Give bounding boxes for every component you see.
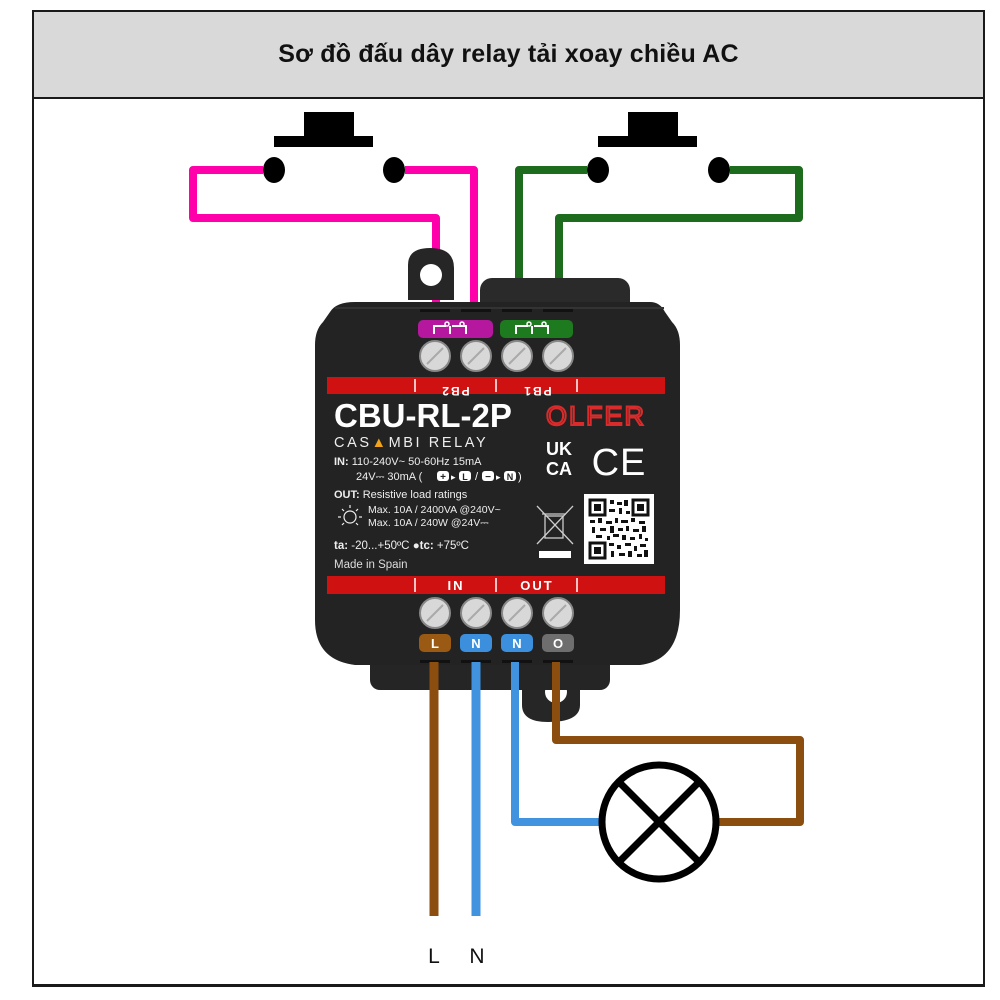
bottom-screw-terminals <box>419 597 574 629</box>
output-rating-dc: Max. 10A / 240W @24V⎓ <box>368 517 489 529</box>
input-spec-line2: 24V⎓ 30mA ( <box>356 471 423 483</box>
relay-device: PB2 PB1 CBU-RL-2P CAS▲MBI RELAY IN: 110-… <box>315 248 680 722</box>
temperature-rating: ta: -20...+50ºC ●tc: +75ºC <box>334 540 469 552</box>
push-button-pb2-icon <box>263 112 405 183</box>
output-spec-title: OUT: Resistive load ratings <box>334 489 468 501</box>
terminal-badge-l: L <box>419 634 451 652</box>
svg-text:O: O <box>553 636 563 651</box>
neutral-load-wire <box>511 662 602 826</box>
product-subtitle: CAS▲MBI RELAY <box>334 435 488 451</box>
screw-terminal-pb2-a <box>419 340 451 372</box>
polarity-icons: + ▸ L / − ▸ N ) <box>437 471 522 483</box>
svg-text:▸: ▸ <box>451 472 456 482</box>
output-rating-ac: Max. 10A / 2400VA @240V~ <box>368 504 501 516</box>
svg-text:L: L <box>431 636 439 651</box>
qr-code <box>584 494 654 564</box>
svg-text:N: N <box>471 636 480 651</box>
weee-bin-icon <box>536 505 574 558</box>
pb2-contact-badge <box>418 320 493 338</box>
screw-terminal-o <box>542 597 574 629</box>
model-name: CBU-RL-2P <box>334 397 512 434</box>
top-screw-terminals <box>419 340 574 372</box>
screw-terminal-n-out <box>501 597 533 629</box>
band-label-pb2: PB2 <box>440 384 469 398</box>
neutral-label: N <box>469 945 484 968</box>
screw-terminal-n-in <box>460 597 492 629</box>
screw-terminal-pb1-b <box>542 340 574 372</box>
svg-text:/: / <box>475 471 479 483</box>
svg-text:+: + <box>440 472 446 483</box>
top-label-band: PB2 PB1 <box>327 377 665 398</box>
ce-mark-icon: CE <box>592 442 647 484</box>
screw-terminal-pb2-b <box>460 340 492 372</box>
push-button-pb1-icon <box>587 112 730 183</box>
made-in-label: Made in Spain <box>334 559 408 571</box>
svg-text:−: − <box>485 472 491 483</box>
ukca-mark-icon: UK CA <box>546 439 572 479</box>
bottom-label-band: IN OUT <box>327 576 665 594</box>
pb1-wires <box>515 166 803 312</box>
input-spec-line1: IN: 110-240V~ 50-60Hz 15mA <box>334 456 482 468</box>
screw-terminal-l <box>419 597 451 629</box>
svg-text:): ) <box>518 471 522 483</box>
svg-text:▸: ▸ <box>496 472 501 482</box>
terminal-badge-n-out: N <box>501 634 533 652</box>
diagram-frame: Sơ đồ đấu dây relay tải xoay chiều AC <box>32 10 985 987</box>
band-label-pb1: PB1 <box>522 384 551 398</box>
brand-logo: OLFER <box>546 401 646 431</box>
band-label-in: IN <box>448 578 465 593</box>
svg-text:N: N <box>507 472 514 482</box>
svg-text:UK: UK <box>546 439 572 459</box>
terminal-badge-n-in: N <box>460 634 492 652</box>
title-bar: Sơ đồ đấu dây relay tải xoay chiều AC <box>34 12 983 99</box>
page-title: Sơ đồ đấu dây relay tải xoay chiều AC <box>278 40 739 68</box>
live-label: L <box>428 945 440 968</box>
svg-text:CA: CA <box>546 459 572 479</box>
screw-terminal-pb1-a <box>501 340 533 372</box>
terminal-badge-o: O <box>542 634 574 652</box>
lamp-icon <box>598 761 720 883</box>
band-label-out: OUT <box>520 578 553 593</box>
svg-text:N: N <box>512 636 521 651</box>
lamp-symbol-icon <box>338 505 362 526</box>
pb1-contact-badge <box>500 320 573 338</box>
output-load-wire <box>552 662 804 826</box>
svg-text:L: L <box>462 472 468 482</box>
